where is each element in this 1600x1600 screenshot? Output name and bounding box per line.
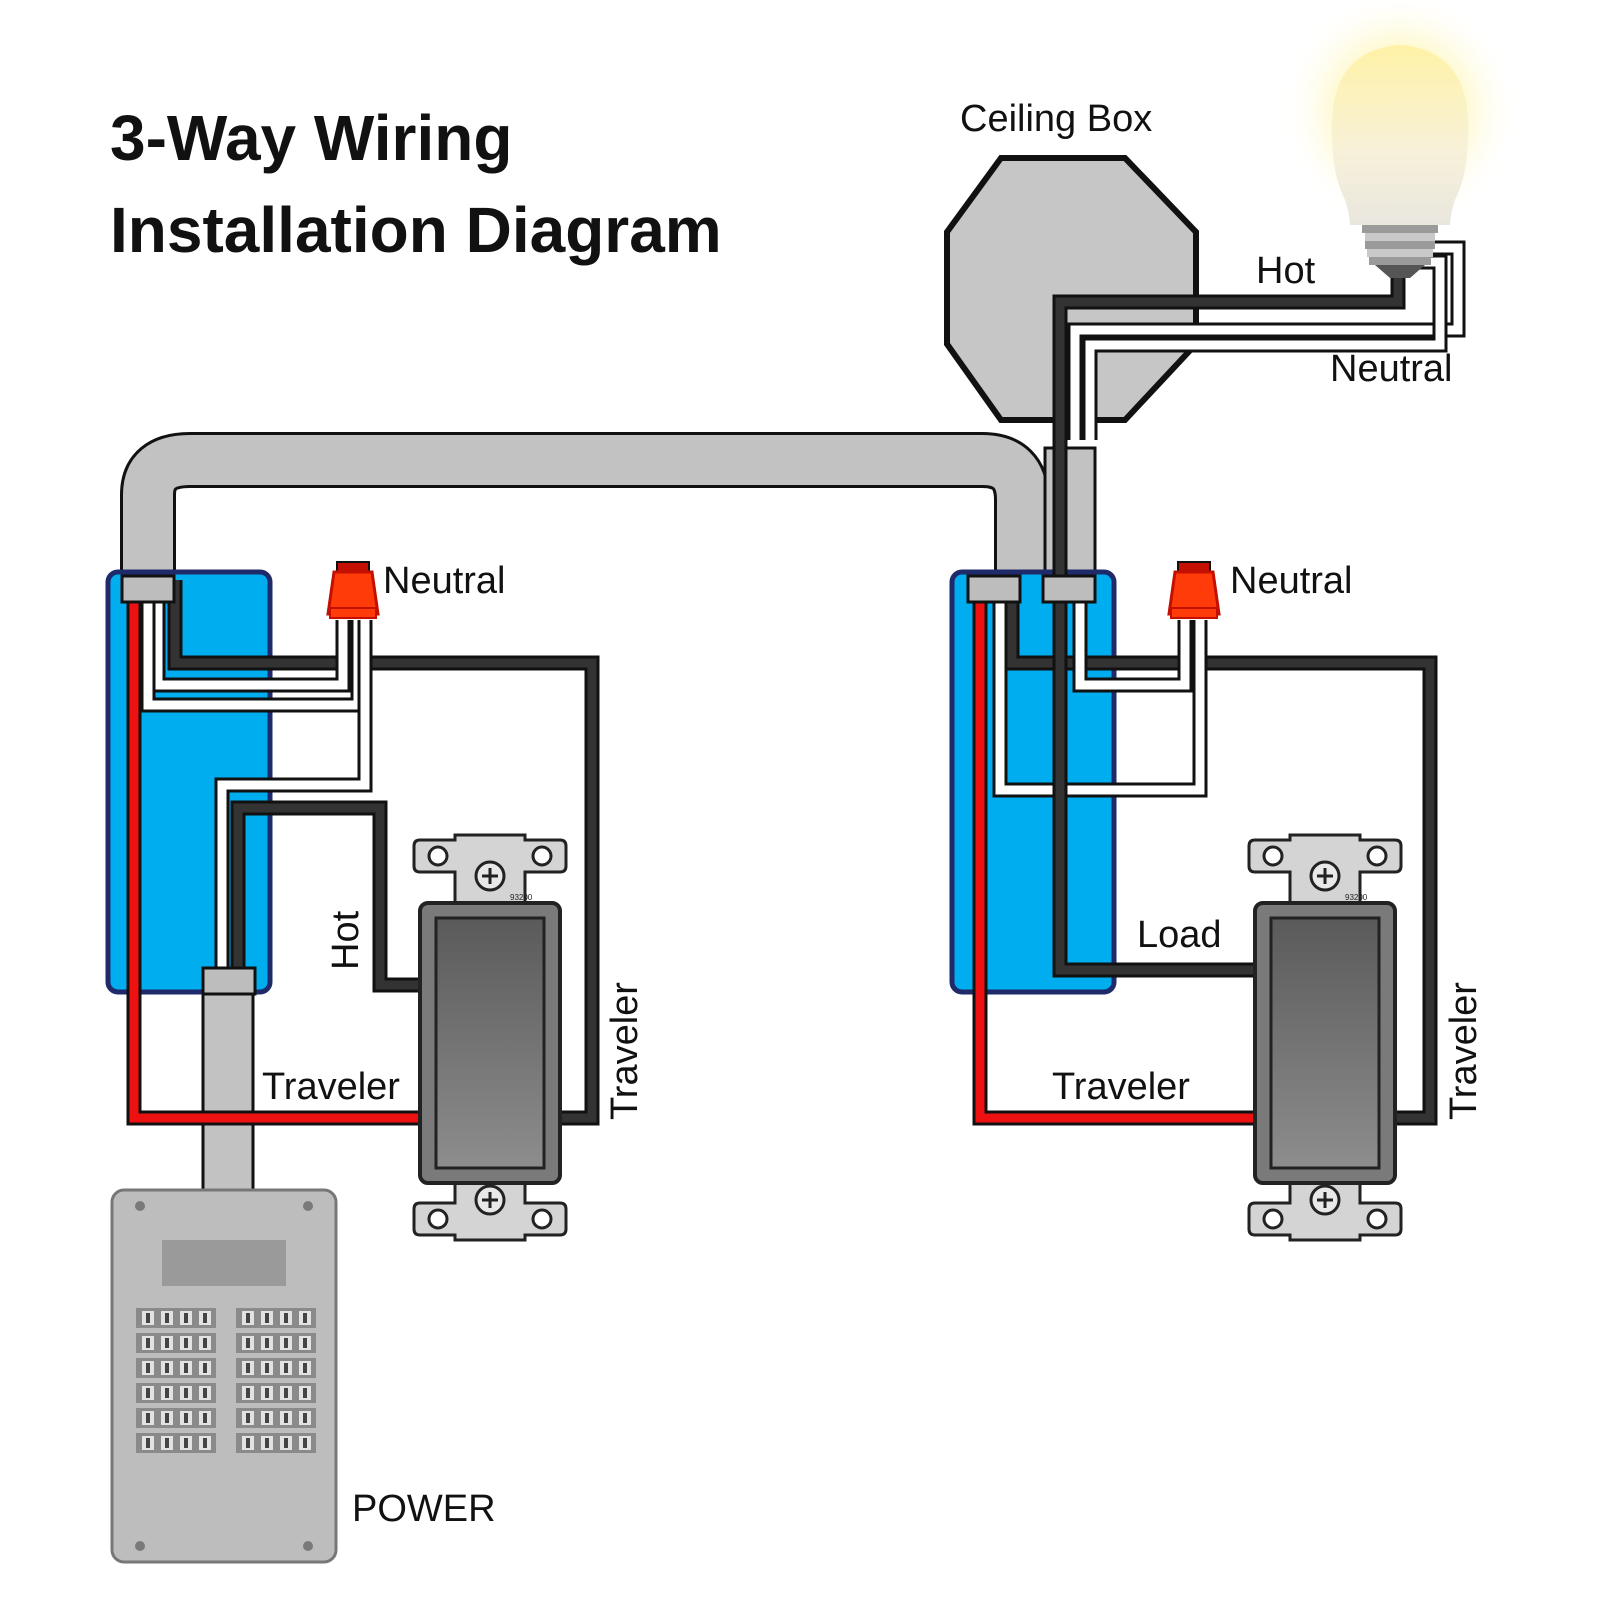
breaker-toggle xyxy=(284,1388,288,1398)
breaker-row xyxy=(236,1308,316,1328)
breaker-toggle xyxy=(303,1338,307,1348)
breaker-rows xyxy=(136,1308,316,1453)
breaker-toggle xyxy=(146,1413,150,1423)
breaker-toggle xyxy=(303,1413,307,1423)
breaker-toggle xyxy=(284,1363,288,1373)
breaker-toggle xyxy=(303,1313,307,1323)
connector-left-top xyxy=(120,574,176,604)
breaker-panel xyxy=(110,1188,338,1564)
breaker-toggle xyxy=(246,1313,250,1323)
breaker-toggle xyxy=(184,1363,188,1373)
ceiling-box-label: Ceiling Box xyxy=(960,98,1153,140)
breaker-toggle xyxy=(265,1438,269,1448)
breaker-toggle xyxy=(203,1363,207,1373)
switch-model-left: 93200 xyxy=(510,893,533,902)
power-label: POWER xyxy=(352,1488,496,1530)
right-traveler-side-label: Traveler xyxy=(1443,982,1485,1120)
left-traveler-side-label: Traveler xyxy=(604,982,646,1120)
breaker-toggle xyxy=(203,1313,207,1323)
breaker-row xyxy=(236,1383,316,1403)
breaker-row xyxy=(136,1383,216,1403)
left-hot-label: Hot xyxy=(325,910,367,970)
switch-model-right: 93200 xyxy=(1345,893,1368,902)
breaker-row xyxy=(236,1433,316,1453)
load-label: Load xyxy=(1137,914,1222,956)
breaker-toggle xyxy=(265,1388,269,1398)
breaker-toggle xyxy=(184,1388,188,1398)
left-traveler-bottom-label: Traveler xyxy=(262,1066,400,1108)
breaker-toggle xyxy=(303,1363,307,1373)
breaker-toggle xyxy=(246,1438,250,1448)
breaker-toggle xyxy=(203,1388,207,1398)
breaker-row xyxy=(236,1333,316,1353)
breaker-row xyxy=(136,1333,216,1353)
bulb-neutral-label: Neutral xyxy=(1330,348,1453,390)
breaker-toggle xyxy=(165,1388,169,1398)
breaker-toggle xyxy=(303,1438,307,1448)
breaker-toggle xyxy=(146,1313,150,1323)
breaker-toggle xyxy=(184,1438,188,1448)
title-line-1: 3-Way Wiring xyxy=(110,102,513,174)
breaker-toggle xyxy=(284,1338,288,1348)
bulb-hot-label: Hot xyxy=(1256,250,1316,292)
breaker-toggle xyxy=(246,1338,250,1348)
switch-left: 93200 xyxy=(412,833,568,1242)
diagram-title: 3-Way Wiring Installation Diagram xyxy=(110,92,722,276)
breaker-row xyxy=(236,1408,316,1428)
breaker-toggle xyxy=(203,1338,207,1348)
breaker-toggle xyxy=(146,1338,150,1348)
breaker-toggle xyxy=(203,1413,207,1423)
breaker-row xyxy=(136,1308,216,1328)
breaker-toggle xyxy=(246,1413,250,1423)
breaker-toggle xyxy=(165,1338,169,1348)
breaker-toggle xyxy=(146,1363,150,1373)
right-wires xyxy=(972,300,1438,1126)
right-neutral-label: Neutral xyxy=(1230,560,1353,602)
breaker-toggle xyxy=(265,1338,269,1348)
breaker-toggle xyxy=(284,1438,288,1448)
breaker-row xyxy=(136,1358,216,1378)
breaker-toggle xyxy=(265,1413,269,1423)
breaker-toggle xyxy=(203,1438,207,1448)
breaker-toggle xyxy=(165,1363,169,1373)
breaker-toggle xyxy=(165,1313,169,1323)
left-wires xyxy=(126,580,600,1126)
breaker-toggle xyxy=(246,1388,250,1398)
breaker-toggle xyxy=(184,1313,188,1323)
light-bulb xyxy=(1280,0,1520,278)
breaker-toggle xyxy=(165,1413,169,1423)
breaker-toggle xyxy=(146,1388,150,1398)
ceiling-to-bulb-wires xyxy=(1052,240,1466,440)
breaker-toggle xyxy=(165,1438,169,1448)
ceiling-box xyxy=(944,155,1199,423)
connector-right-2 xyxy=(1041,574,1097,604)
breaker-toggle xyxy=(184,1413,188,1423)
breaker-toggle xyxy=(265,1313,269,1323)
wire-nut-right xyxy=(1167,561,1221,619)
left-neutral-label: Neutral xyxy=(383,560,506,602)
connector-right-1 xyxy=(966,574,1022,604)
switch-right: 93200 xyxy=(1247,833,1403,1242)
breaker-toggle xyxy=(146,1438,150,1448)
breaker-toggle xyxy=(184,1338,188,1348)
connector-left-bottom xyxy=(201,966,257,996)
breaker-toggle xyxy=(303,1388,307,1398)
breaker-row xyxy=(236,1358,316,1378)
wire-nut-left xyxy=(326,561,380,619)
breaker-toggle xyxy=(246,1363,250,1373)
breaker-toggle xyxy=(265,1363,269,1373)
breaker-toggle xyxy=(284,1413,288,1423)
right-traveler-bottom-label: Traveler xyxy=(1052,1066,1190,1108)
breaker-toggle xyxy=(284,1313,288,1323)
conduit-to-panel xyxy=(201,978,255,1192)
breaker-row xyxy=(136,1408,216,1428)
title-line-2: Installation Diagram xyxy=(110,194,722,266)
breaker-row xyxy=(136,1433,216,1453)
